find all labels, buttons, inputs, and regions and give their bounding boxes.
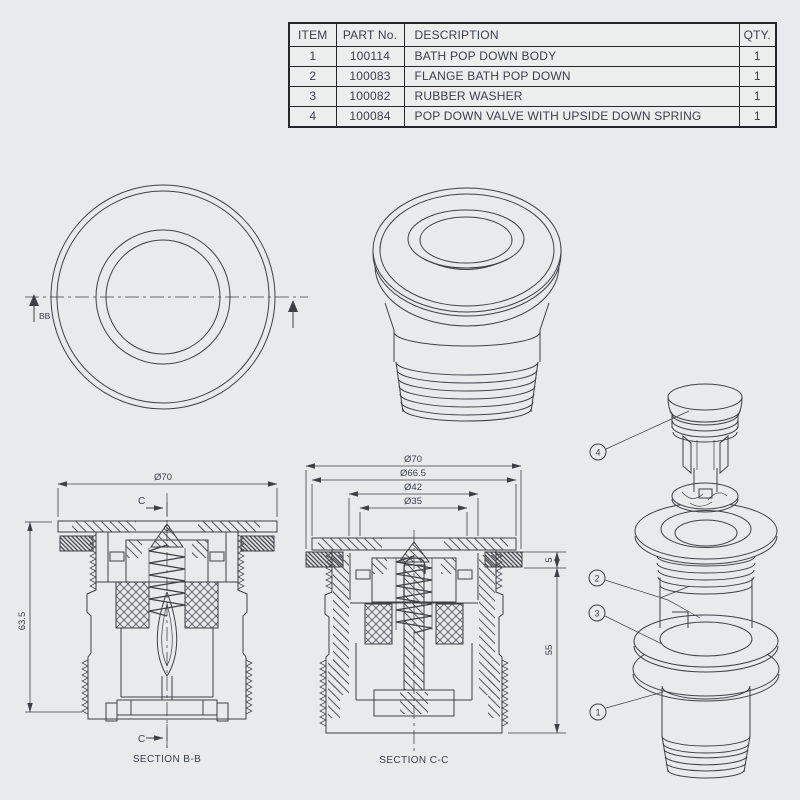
cell-qty: 1: [738, 66, 777, 87]
push-button-rim: [407, 209, 525, 269]
table-row: 4 100084 POP DOWN VALVE WITH UPSIDE DOWN…: [288, 106, 777, 128]
dim-label-cc-66-5: Ø66.5: [400, 468, 426, 479]
isometric-view: [372, 187, 562, 422]
cell-part-no: 100083: [335, 66, 405, 87]
spring-coil: [148, 544, 186, 617]
section-bb-view: Ø70 63.5 C: [17, 472, 278, 765]
dim-label-cc-35: Ø35: [404, 496, 422, 507]
header-item: ITEM: [288, 22, 337, 47]
cell-qty: 1: [738, 86, 777, 107]
section-cc-title: SECTION C-C: [379, 755, 448, 766]
cell-qty: 1: [738, 46, 777, 67]
rubber-washer-section: [364, 603, 393, 645]
cut-label-c-top: C: [138, 496, 145, 507]
callout-balloon-4: [589, 443, 607, 461]
cell-description: POP DOWN VALVE WITH UPSIDE DOWN SPRING: [403, 106, 740, 128]
spring-coil: [395, 555, 433, 634]
exploded-washer: [633, 614, 779, 673]
table-row: 3 100082 RUBBER WASHER 1: [288, 86, 777, 107]
section-arrow-right: [288, 300, 298, 328]
parts-table: ITEM PART No. DESCRIPTION QTY. 1 100114 …: [288, 22, 777, 128]
table-row: 1 100114 BATH POP DOWN BODY 1: [288, 46, 777, 67]
callout-label-4: 4: [595, 448, 600, 458]
callouts: 4 2 3 1: [588, 410, 701, 721]
table-header-row: ITEM PART No. DESCRIPTION QTY.: [288, 22, 777, 47]
section-cc-view: Ø70 Ø66.5 Ø42 Ø35: [305, 454, 566, 766]
callout-balloon-2: [588, 569, 606, 587]
push-button: [419, 216, 513, 264]
valve-body: [156, 591, 178, 677]
section-bb-title: SECTION B-B: [133, 754, 201, 765]
rubber-washer-section: [184, 581, 219, 629]
header-qty: QTY.: [738, 22, 777, 47]
dim-label-bb-height: 63.5: [17, 612, 28, 631]
cell-item: 2: [288, 66, 337, 87]
dim-label-cc-42: Ø42: [404, 482, 422, 493]
callout-balloon-3: [588, 604, 606, 622]
cell-part-no: 100084: [335, 106, 405, 128]
cell-part-no: 100114: [335, 46, 405, 67]
cell-description: RUBBER WASHER: [403, 86, 740, 107]
callout-label-1: 1: [595, 708, 600, 718]
rubber-washer-section: [115, 581, 150, 629]
cell-item: 4: [288, 106, 337, 128]
cell-description: FLANGE BATH POP DOWN: [403, 66, 740, 87]
cell-item: 1: [288, 46, 337, 67]
spring-hook: [403, 557, 426, 598]
dim-label-bb-diameter: Ø70: [154, 472, 172, 483]
exploded-view: 4 2 3 1: [588, 383, 780, 779]
callout-label-2: 2: [594, 574, 599, 584]
section-bb-arrow-label: BB: [39, 311, 51, 321]
dim-label-cc-5: 5: [544, 557, 555, 562]
section-arrow-left: [29, 294, 39, 322]
rubber-washer-section: [435, 603, 464, 645]
cut-label-c-bottom: C: [138, 734, 145, 745]
header-description: DESCRIPTION: [403, 22, 740, 47]
callout-balloon-1: [589, 703, 607, 721]
cell-item: 3: [288, 86, 337, 107]
table-row: 2 100083 FLANGE BATH POP DOWN 1: [288, 66, 777, 87]
cell-description: BATH POP DOWN BODY: [403, 46, 740, 67]
dim-label-cc-70: Ø70: [404, 454, 422, 465]
cell-qty: 1: [738, 106, 777, 128]
top-view: BB: [25, 184, 308, 410]
exploded-valve: [667, 383, 743, 513]
exploded-flange: [634, 502, 778, 628]
cell-part-no: 100082: [335, 86, 405, 107]
dim-label-cc-55: 55: [544, 645, 555, 656]
thread-rings: [395, 361, 539, 422]
callout-label-3: 3: [594, 609, 599, 619]
header-part-no: PART No.: [335, 22, 405, 47]
